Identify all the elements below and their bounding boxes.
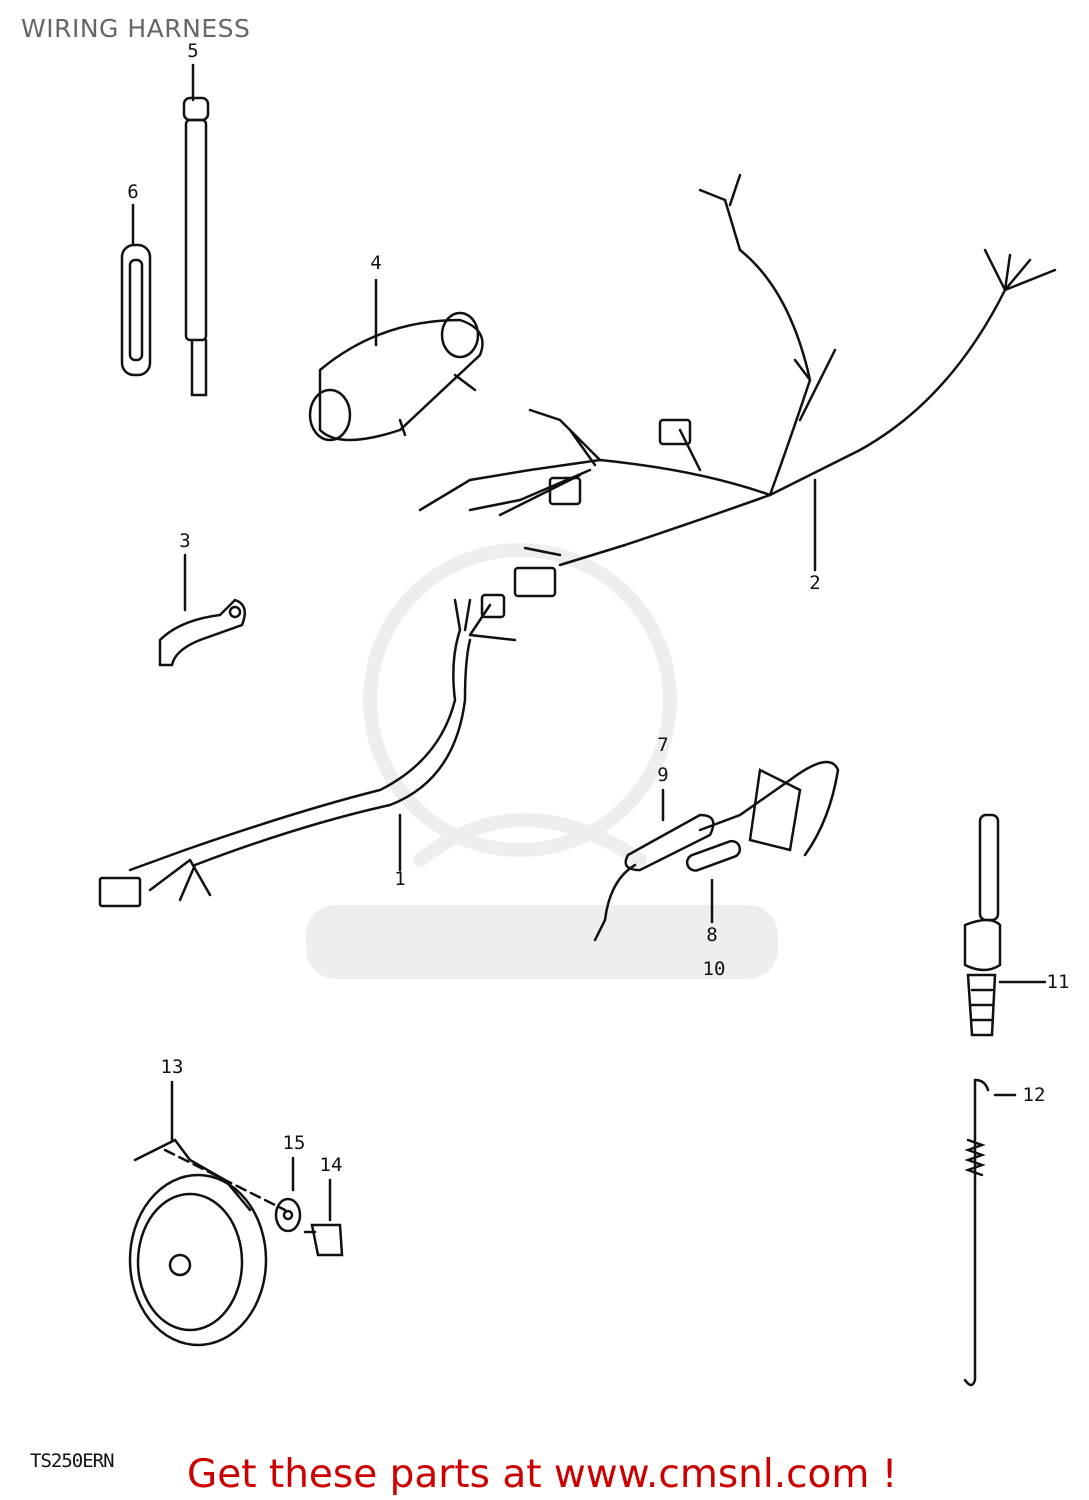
callout-8: 8 bbox=[706, 924, 718, 946]
callout-5: 5 bbox=[187, 40, 199, 62]
callout-11: 11 bbox=[1046, 971, 1070, 993]
part-2-main-harness bbox=[418, 173, 1057, 598]
callout-6: 6 bbox=[127, 181, 139, 203]
callout-3: 3 bbox=[179, 530, 191, 552]
callout-14: 14 bbox=[319, 1154, 343, 1176]
part-11-switch bbox=[963, 813, 1047, 1037]
watermark-logo bbox=[306, 905, 778, 979]
promo-link[interactable]: Get these parts at www.cmsnl.com ! bbox=[187, 1452, 898, 1497]
part-13-horn bbox=[128, 1080, 287, 1347]
part-3-clamp bbox=[158, 553, 247, 667]
part-4-coil bbox=[308, 278, 484, 442]
part-14-bolt bbox=[303, 1178, 344, 1257]
callout-9: 9 bbox=[657, 764, 669, 786]
part-1-front-harness bbox=[98, 593, 517, 908]
callout-10: 10 bbox=[702, 958, 726, 980]
diagram-title: WIRING HARNESS bbox=[21, 14, 251, 43]
callout-13: 13 bbox=[160, 1056, 184, 1078]
part-15-washer bbox=[274, 1156, 302, 1233]
callout-4: 4 bbox=[370, 252, 382, 274]
callout-7: 7 bbox=[657, 734, 669, 756]
part-12-spring bbox=[963, 1078, 1017, 1387]
watermark-mascot bbox=[363, 543, 677, 867]
callout-2: 2 bbox=[809, 572, 821, 594]
callout-12: 12 bbox=[1022, 1084, 1046, 1106]
model-code: TS250ERN bbox=[30, 1450, 115, 1472]
part-6-band bbox=[120, 203, 152, 377]
callout-1: 1 bbox=[394, 868, 406, 890]
part-5-sleeve bbox=[182, 63, 210, 397]
callout-15: 15 bbox=[282, 1132, 306, 1154]
part-7-fuse-holder bbox=[593, 760, 840, 942]
